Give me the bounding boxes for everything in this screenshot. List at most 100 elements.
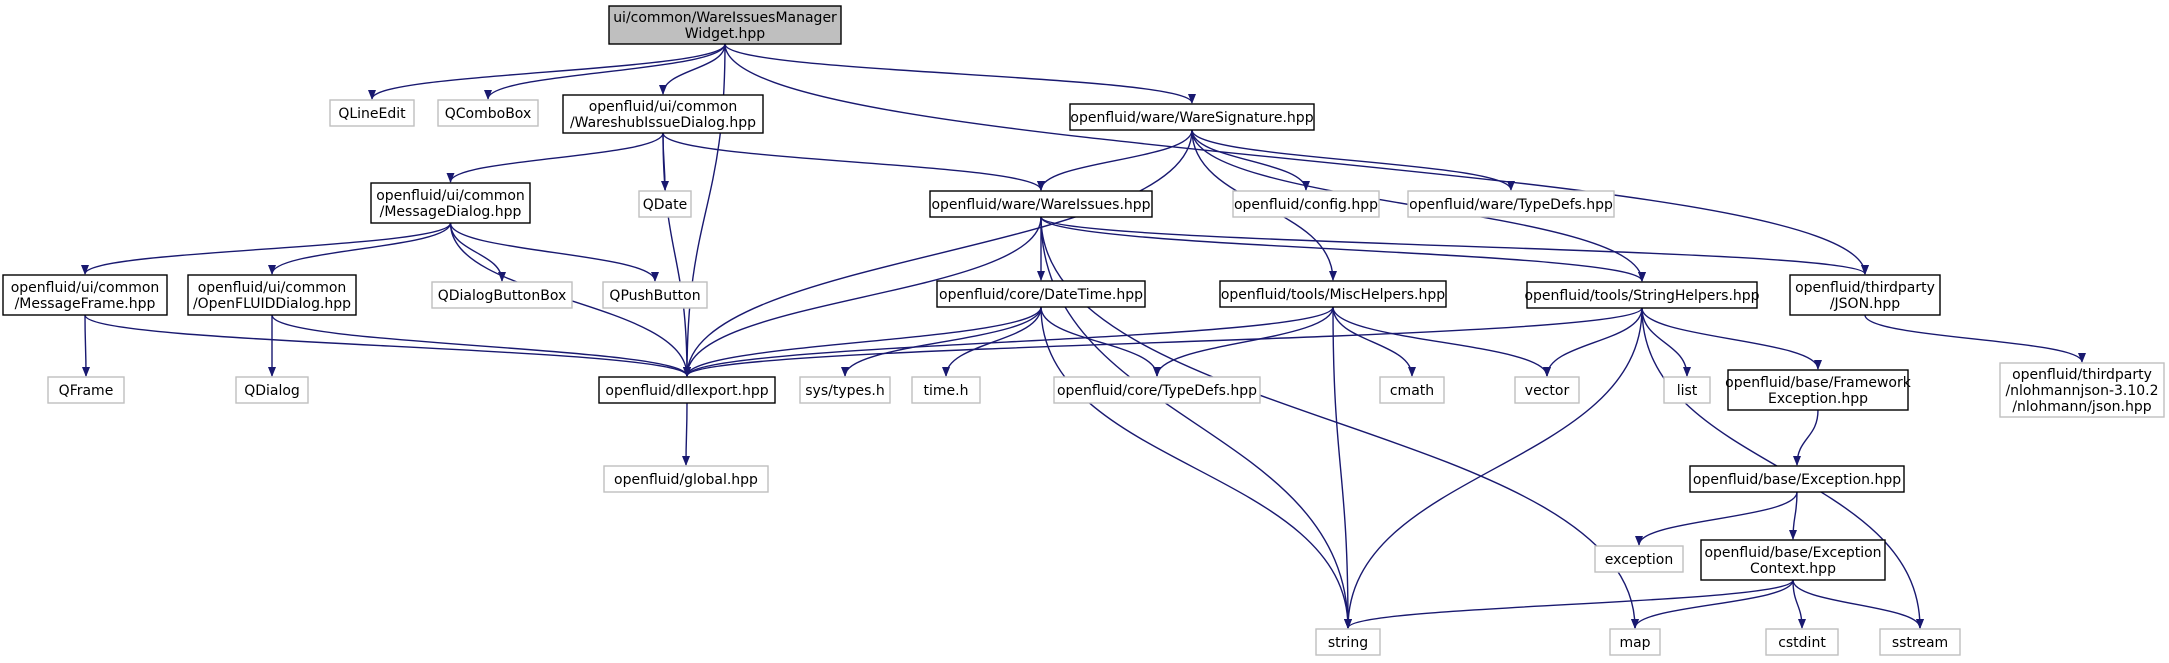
node-box <box>1219 280 1447 308</box>
node-label: cstdint <box>1778 635 1826 651</box>
node-label: openfluid/config.hpp <box>1234 197 1378 213</box>
node-box <box>598 376 776 404</box>
node-qdialog[interactable]: QDialog <box>235 376 309 404</box>
node-datetime[interactable]: openfluid/core/DateTime.hpp <box>936 280 1146 308</box>
node-label: map <box>1619 635 1650 651</box>
node-exception_hpp[interactable]: openfluid/base/Exception.hpp <box>1689 465 1905 493</box>
node-label: openfluid/global.hpp <box>614 472 758 488</box>
node-box <box>1689 465 1905 493</box>
edge-line <box>1332 306 1551 377</box>
node-vector[interactable]: vector <box>1514 376 1580 404</box>
node-label: string <box>1328 635 1368 651</box>
node-waretypedefs[interactable]: openfluid/ware/TypeDefs.hpp <box>1407 190 1615 218</box>
edge-mischelpers-to-vector <box>1332 306 1551 377</box>
edge-line <box>724 43 1196 104</box>
node-box <box>799 376 891 404</box>
edge-messagedialog-to-qdialogbuttonbox <box>449 222 506 282</box>
node-label: openfluid/ui/common <box>11 280 160 296</box>
node-messageframe[interactable]: openfluid/ui/common/MessageFrame.hpp <box>2 274 168 316</box>
edge-line <box>268 222 452 275</box>
node-box <box>2 274 168 316</box>
edge-messageframe-to-qframe <box>81 314 90 377</box>
edge-line <box>1344 307 1643 629</box>
node-messagedialog[interactable]: openfluid/ui/common/MessageDialog.hpp <box>370 182 531 224</box>
node-label: openfluid/core/DateTime.hpp <box>939 287 1143 303</box>
edge-line <box>1040 306 1161 377</box>
node-label: vector <box>1525 383 1570 399</box>
node-qcombobox[interactable]: QComboBox <box>437 99 539 127</box>
node-waresignature[interactable]: openfluid/ware/WareSignature.hpp <box>1069 103 1315 131</box>
node-openfluiddialog[interactable]: openfluid/ui/common/OpenFLUIDDialog.hpp <box>187 274 357 316</box>
node-json[interactable]: openfluid/thirdparty/JSON.hpp <box>1789 274 1941 316</box>
edge-line <box>1792 579 1806 629</box>
edge-line <box>1040 216 1352 629</box>
node-wareshubdialog[interactable]: openfluid/ui/common/WareshubIssueDialog.… <box>562 94 764 134</box>
node-label: list <box>1677 383 1698 399</box>
edge-exception_hpp-to-exception <box>1635 491 1798 546</box>
node-exception[interactable]: exception <box>1594 545 1684 573</box>
node-stringhelpers[interactable]: openfluid/tools/StringHelpers.hpp <box>1524 281 1760 309</box>
node-box <box>1789 274 1941 316</box>
node-label: QPushButton <box>609 288 700 304</box>
node-cstdint[interactable]: cstdint <box>1765 628 1839 656</box>
edge-line <box>1191 129 1310 191</box>
edge-wareshubdialog-to-messagedialog <box>446 132 664 183</box>
node-timeh[interactable]: time.h <box>911 376 981 404</box>
node-qlineedit[interactable]: QLineEdit <box>329 99 415 127</box>
node-systypes[interactable]: sys/types.h <box>799 376 891 404</box>
edge-json-to-nlohmann <box>1864 314 2086 363</box>
node-box <box>1727 369 1909 411</box>
node-box <box>603 465 769 493</box>
edge-line <box>84 314 691 377</box>
edge-stringhelpers-to-list <box>1641 307 1691 377</box>
node-box <box>602 281 708 309</box>
node-map[interactable]: map <box>1609 628 1661 656</box>
node-wareissues[interactable]: openfluid/ware/WareIssues.hpp <box>929 190 1153 218</box>
node-box <box>431 281 573 309</box>
node-label: openfluid/ui/common <box>589 99 738 115</box>
node-list[interactable]: list <box>1663 376 1711 404</box>
node-box <box>929 190 1153 218</box>
edge-wareshubdialog-to-dllexport <box>662 132 691 377</box>
node-qdialogbuttonbox[interactable]: QDialogButtonBox <box>431 281 573 309</box>
edge-line <box>1864 314 2086 363</box>
node-global[interactable]: openfluid/global.hpp <box>603 465 769 493</box>
node-qpushbutton[interactable]: QPushButton <box>602 281 708 309</box>
node-config[interactable]: openfluid/config.hpp <box>1232 190 1380 218</box>
node-box <box>1765 628 1839 656</box>
node-coretypedefs[interactable]: openfluid/core/TypeDefs.hpp <box>1053 376 1261 404</box>
edge-wareissues-to-string <box>1040 216 1352 629</box>
node-cmath[interactable]: cmath <box>1379 376 1445 404</box>
node-nlohmann[interactable]: openfluid/thirdparty/nlohmannjson-3.10.2… <box>1999 362 2165 418</box>
node-string[interactable]: string <box>1315 628 1381 656</box>
node-qframe[interactable]: QFrame <box>47 376 125 404</box>
edge-line <box>683 43 726 377</box>
node-box <box>1700 539 1886 581</box>
node-qdate[interactable]: QDate <box>638 190 692 218</box>
node-box <box>1379 376 1445 404</box>
edge-line <box>81 314 90 377</box>
node-dllexport[interactable]: openfluid/dllexport.hpp <box>598 376 776 404</box>
node-box <box>1053 376 1261 404</box>
node-label: openfluid/base/Exception <box>1704 545 1881 561</box>
node-box <box>235 376 309 404</box>
node-mischelpers[interactable]: openfluid/tools/MiscHelpers.hpp <box>1219 280 1447 308</box>
node-label: openfluid/tools/StringHelpers.hpp <box>1524 288 1759 304</box>
node-box <box>1594 545 1684 573</box>
node-sstream[interactable]: sstream <box>1879 628 1961 656</box>
node-box <box>1526 281 1758 309</box>
edge-root-to-wareshubdialog <box>659 43 726 95</box>
edge-wareshubdialog-to-wareissues <box>662 132 1045 191</box>
node-label: exception <box>1605 552 1673 568</box>
edge-root-to-json <box>724 43 1869 275</box>
edge-line <box>484 43 726 100</box>
node-label: /WareshubIssueDialog.hpp <box>570 115 756 131</box>
edge-datetime-to-systypes <box>841 306 1042 377</box>
edge-stringhelpers-to-vector <box>1543 307 1643 377</box>
edge-mischelpers-to-cmath <box>1332 306 1416 377</box>
edge-line <box>841 306 1042 377</box>
